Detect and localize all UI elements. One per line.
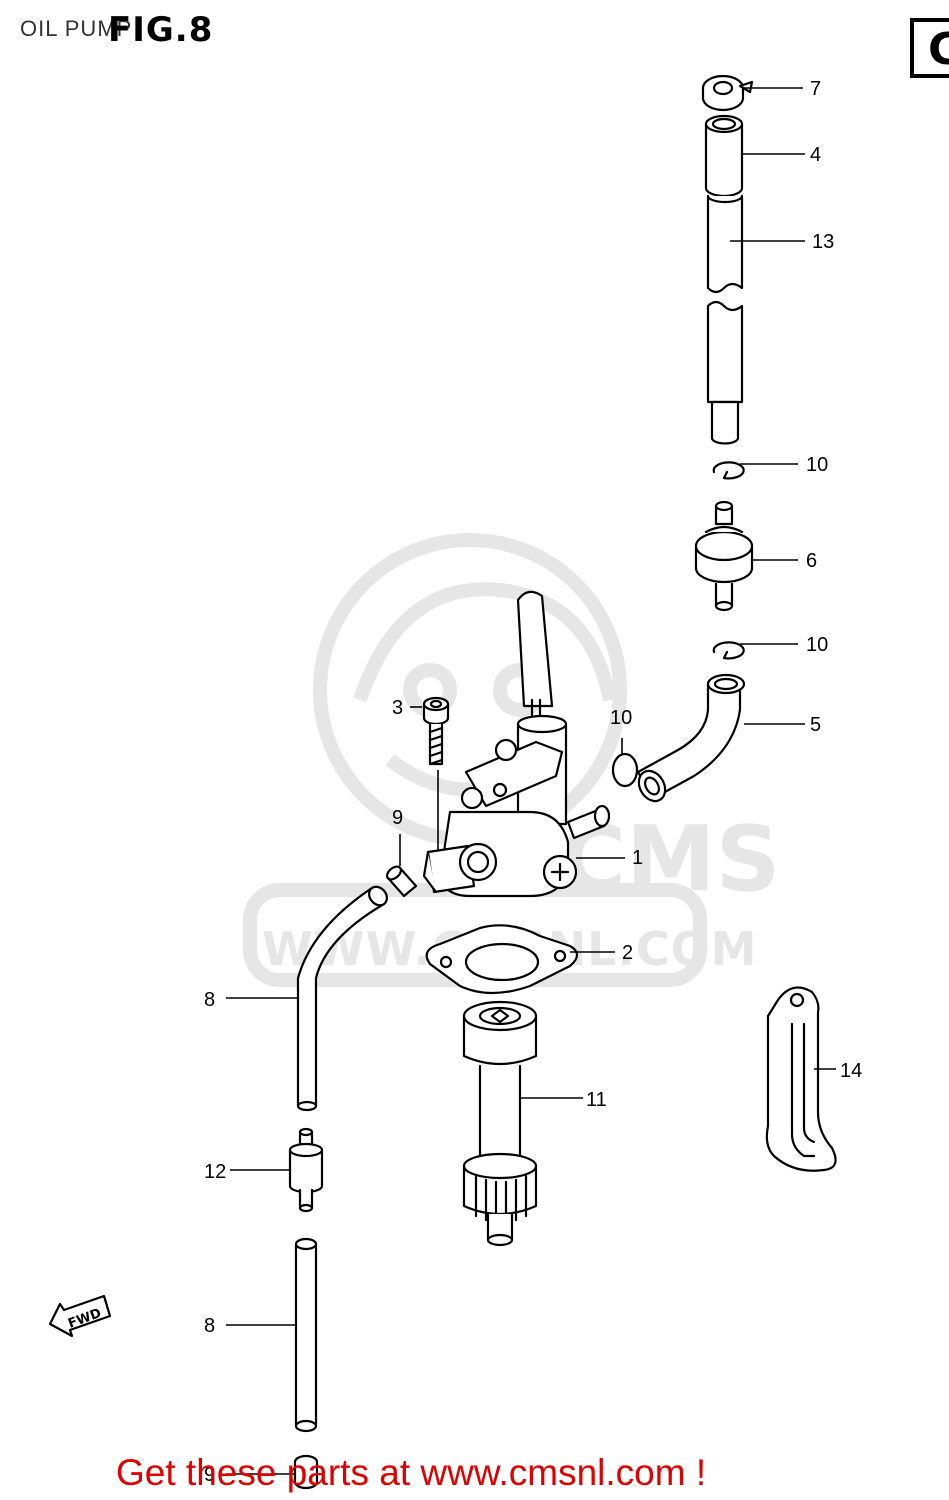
- callout-6: 6: [806, 550, 817, 572]
- callout-13: 13: [812, 231, 834, 253]
- section-letter: C: [928, 24, 949, 75]
- part-3-screw: [422, 696, 450, 766]
- leader-lines: [226, 87, 836, 1475]
- page-label: OIL PUMP: [20, 16, 133, 41]
- callout-2: 2: [622, 942, 633, 964]
- part-10-clip-a: [712, 461, 745, 480]
- part-7-clamp: [701, 74, 754, 112]
- part-11-drive-shaft: [462, 1000, 538, 1247]
- callout-9-b: 9: [204, 1464, 215, 1486]
- part-9-plug-a: [385, 865, 418, 898]
- part-9-plug-b: [293, 1454, 319, 1490]
- callout-3: 3: [392, 697, 403, 719]
- part-1-oil-pump: [422, 590, 611, 898]
- watermark-logo: [243, 533, 707, 987]
- part-8-tube-b: [294, 1237, 318, 1433]
- section-letter-box: C: [910, 18, 949, 78]
- callout-10-c: 10: [610, 707, 632, 729]
- callout-8-b: 8: [204, 1315, 215, 1337]
- part-4-hose: [704, 114, 744, 198]
- callout-4: 4: [810, 144, 821, 166]
- figure-label: FIG.8: [108, 10, 214, 50]
- part-13-tube: [706, 194, 744, 445]
- callout-7: 7: [810, 78, 821, 100]
- part-12-inline-filter: [288, 1127, 324, 1213]
- part-2-gasket: [425, 924, 579, 995]
- part-6-filter: [694, 500, 754, 612]
- part-10-clip-c: [611, 752, 639, 788]
- callout-14: 14: [840, 1060, 862, 1082]
- callout-1: 1: [632, 847, 643, 869]
- callout-5: 5: [810, 714, 821, 736]
- callout-9-a: 9: [392, 807, 403, 829]
- part-8-tube-a: [296, 885, 388, 1112]
- part-10-clip-b: [712, 641, 745, 660]
- part-14-bracket: [765, 986, 837, 1172]
- callout-10-b: 10: [806, 634, 828, 656]
- callout-11: 11: [586, 1089, 607, 1111]
- callout-8-a: 8: [204, 989, 215, 1011]
- get-parts-banner[interactable]: Get these parts at www.cmsnl.com !: [116, 1452, 707, 1493]
- callout-12: 12: [204, 1161, 226, 1183]
- callout-10-a: 10: [806, 454, 828, 476]
- fwd-arrow: [48, 1294, 112, 1338]
- part-5-elbow-hose: [636, 673, 746, 803]
